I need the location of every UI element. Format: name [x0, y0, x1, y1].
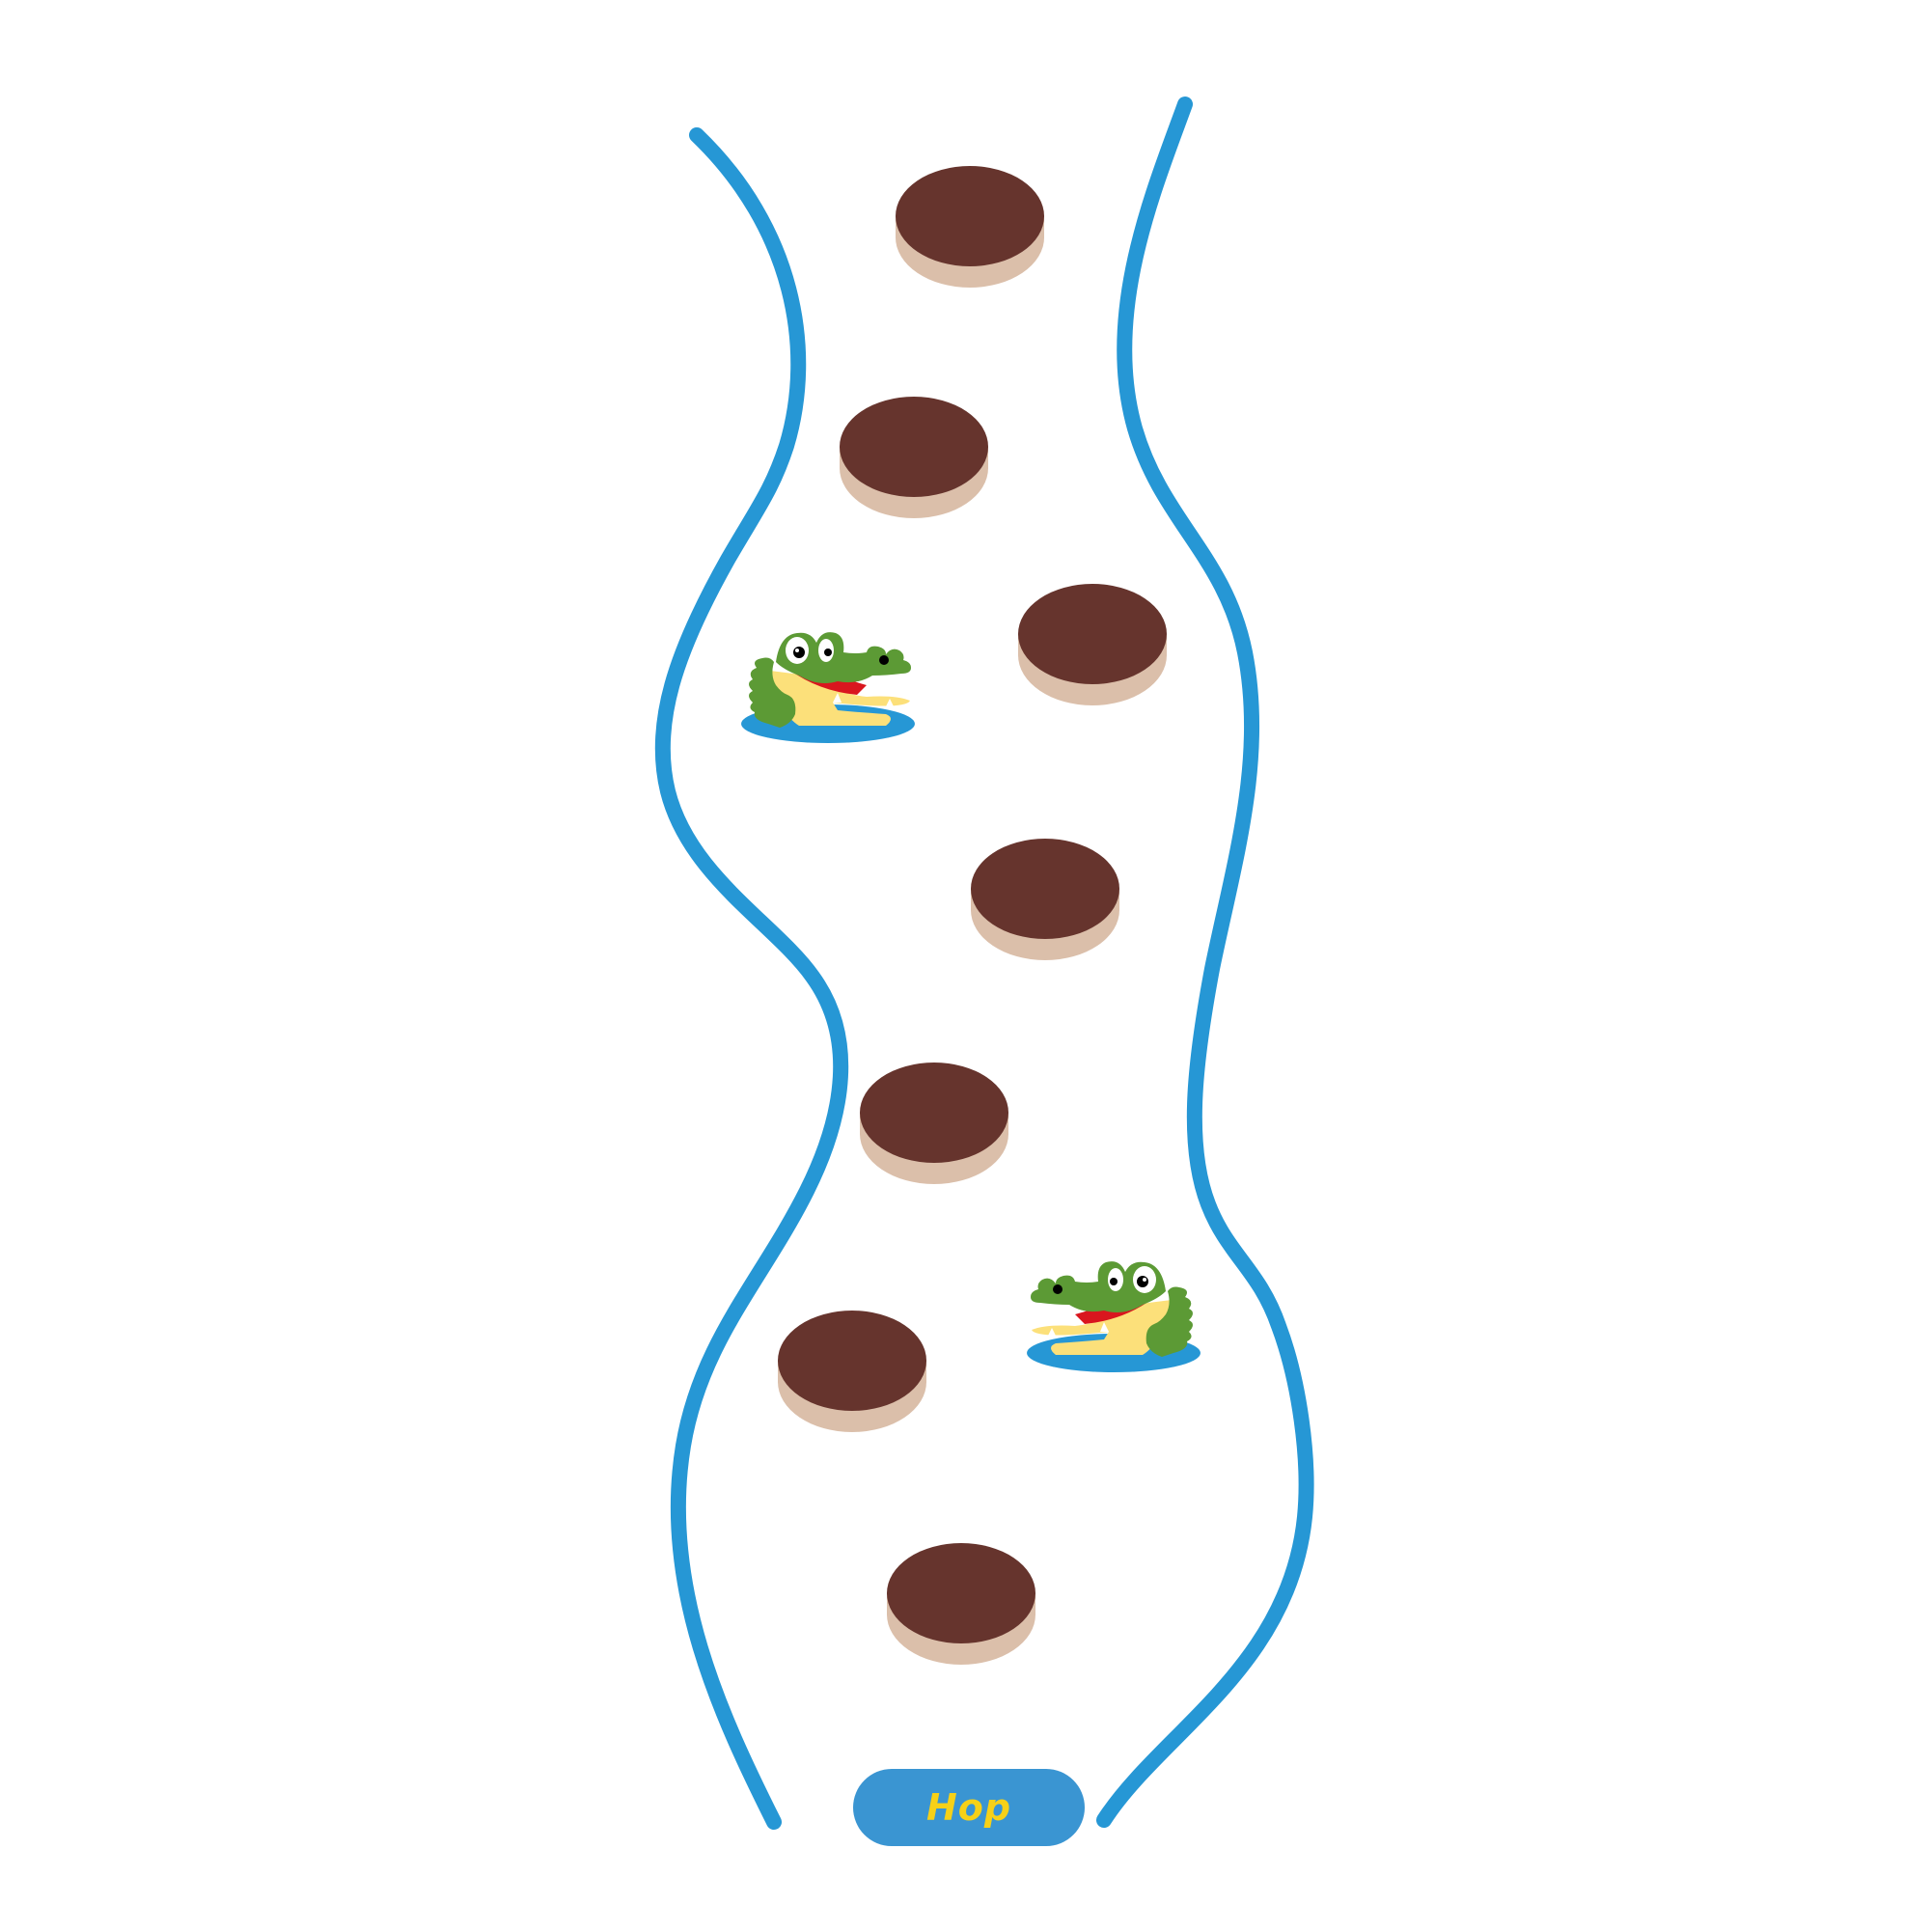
hop-button-label: Hop [925, 1786, 1012, 1829]
crocodile-right [1027, 1261, 1201, 1372]
river-left-bank [654, 127, 849, 1830]
stone-2 [840, 397, 988, 518]
stone-5 [860, 1063, 1008, 1184]
stone-3-top [1018, 584, 1167, 684]
stone-2-top [840, 397, 988, 497]
hop-button[interactable]: Hop [853, 1769, 1085, 1846]
crocodile-icon [1027, 1261, 1201, 1372]
crocodile-icon [741, 632, 915, 743]
stone-6 [778, 1311, 926, 1432]
stone-1-top [896, 166, 1044, 266]
stone-7-top [887, 1543, 1035, 1643]
stone-4-top [971, 839, 1119, 939]
crocodile-left [741, 632, 915, 743]
stepping-stones [778, 166, 1167, 1665]
stone-4 [971, 839, 1119, 960]
stone-3 [1018, 584, 1167, 705]
stone-6-top [778, 1311, 926, 1411]
stone-5-top [860, 1063, 1008, 1163]
stone-1 [896, 166, 1044, 288]
stone-7 [887, 1543, 1035, 1665]
river-right-bank [1096, 97, 1314, 1828]
